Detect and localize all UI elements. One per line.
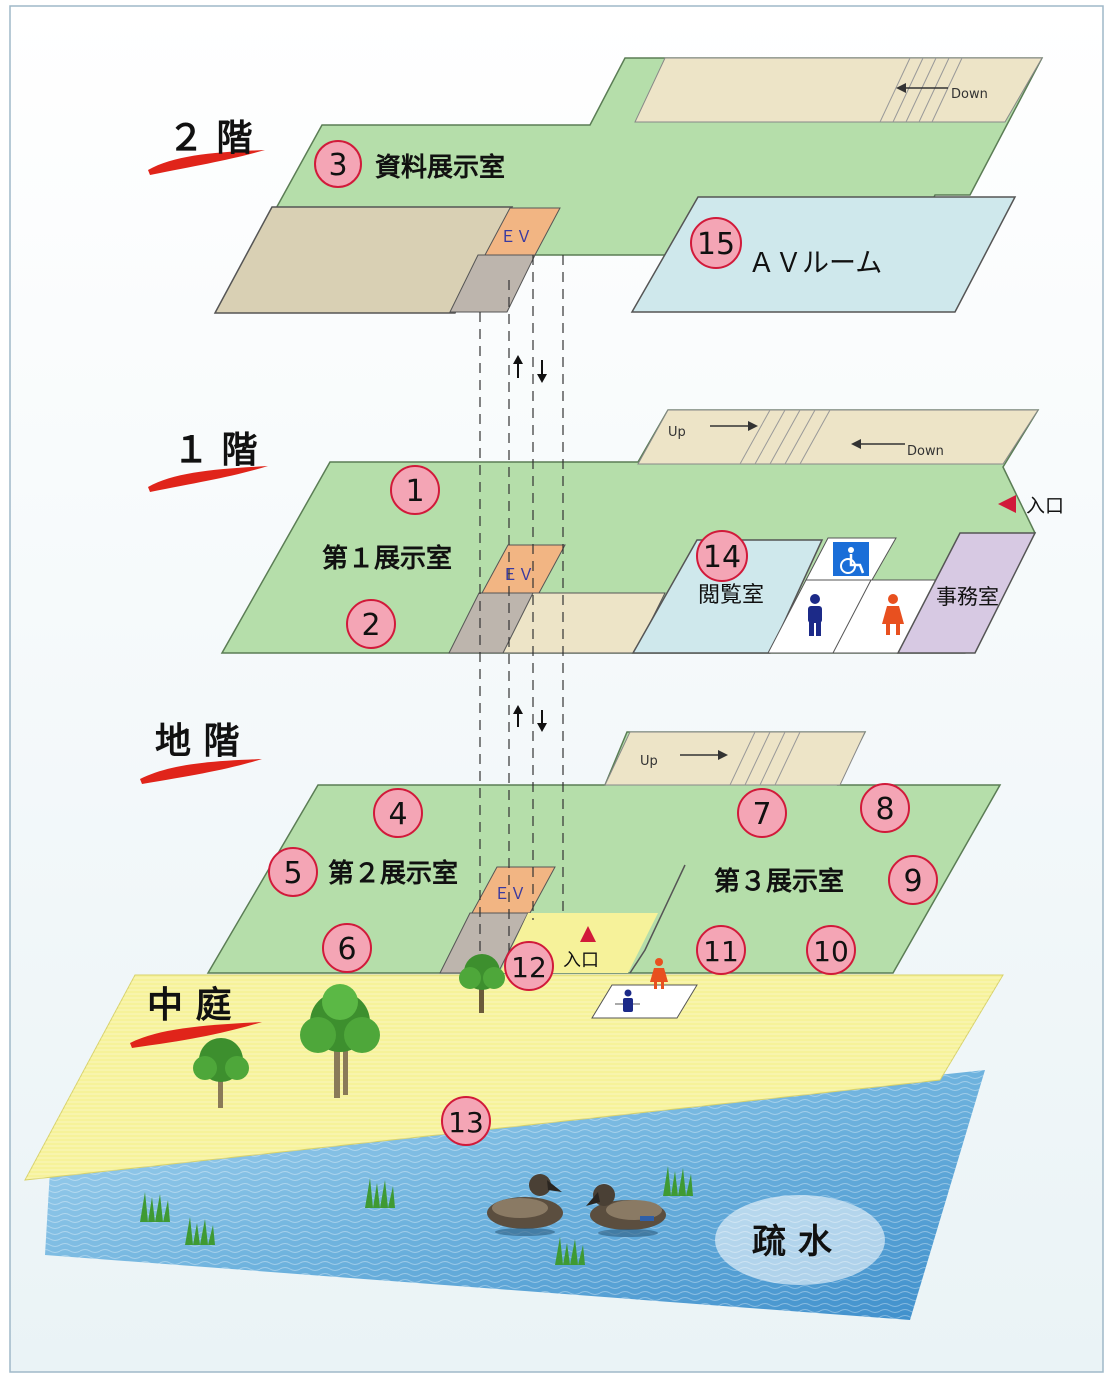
marker-number: 14: [703, 540, 741, 575]
exhibit-room-3-label: 第３展示室: [714, 866, 844, 897]
floor-label-b1: 地 階: [140, 720, 262, 784]
floor-label-2f: ２ 階: [148, 117, 265, 175]
exhibit-room-label: 資料展示室: [375, 152, 505, 183]
stairs-down-label-1f: Down: [907, 444, 944, 459]
marker-number: 15: [697, 227, 735, 262]
marker-number: 9: [903, 864, 922, 899]
marker-number: 1: [405, 474, 424, 509]
female-restroom-icon: [882, 594, 904, 635]
ev-label-2f: ＥＶ: [500, 227, 532, 246]
exhibit-room-1-label: 第１展示室: [322, 543, 452, 574]
duck-icon: [586, 1184, 666, 1237]
courtyard-restroom: [591, 984, 698, 1019]
stairs-up-label-b1: Up: [640, 754, 658, 769]
storage-room-2f: [213, 206, 514, 314]
courtyard: [24, 974, 1004, 1181]
grass-icon: [140, 1166, 693, 1265]
marker-10[interactable]: 10: [806, 925, 856, 975]
canal-label-bubble: [715, 1195, 885, 1285]
marker-2[interactable]: 2: [346, 599, 396, 649]
marker-3[interactable]: 3: [314, 140, 362, 188]
marker-number: 12: [511, 951, 547, 984]
entrance-arrow-icon: [998, 495, 1016, 513]
ev-label-b1: ＥＶ: [494, 884, 526, 903]
marker-number: 3: [328, 148, 347, 183]
marker-12[interactable]: 12: [504, 941, 554, 991]
male-restroom-icon: [623, 989, 633, 1012]
stairs-1f: [637, 409, 1039, 465]
marker-number: 4: [388, 797, 407, 832]
marker-number: 10: [813, 935, 849, 968]
ev-label-1f: ＥＶ: [502, 565, 534, 584]
tree-icon: [459, 954, 505, 1013]
marker-11[interactable]: 11: [696, 925, 746, 975]
entrance-label-1f: 入口: [1026, 495, 1064, 517]
marker-number: 11: [703, 935, 739, 968]
marker-number: 6: [337, 932, 356, 967]
floor-label-courtyard: 中 庭: [130, 984, 262, 1048]
duck-icon: [487, 1174, 563, 1236]
courtyard-label: 中 庭: [147, 984, 232, 1026]
female-restroom-icon: [650, 958, 668, 989]
male-restroom-icon: [808, 594, 822, 636]
marker-8[interactable]: 8: [860, 783, 910, 833]
corridor-1f: [502, 592, 666, 654]
reading-room-label: 閲覧室: [698, 583, 764, 608]
marker-6[interactable]: 6: [322, 923, 372, 973]
entrance-label-b1: 入口: [563, 950, 599, 971]
marker-number: 5: [283, 856, 302, 891]
marker-13[interactable]: 13: [441, 1096, 491, 1146]
tree-icon: [193, 1038, 249, 1108]
stairs-b1: [604, 731, 866, 786]
floor-label-1f: １ 階: [148, 429, 268, 492]
floor-2-label: ２ 階: [168, 117, 253, 159]
office: [896, 532, 1037, 654]
marker-9[interactable]: 9: [888, 855, 938, 905]
marker-number: 2: [361, 608, 380, 643]
reading-room: [631, 539, 824, 654]
marker-1[interactable]: 1: [390, 465, 440, 515]
elevator-shaft-2f: [449, 254, 536, 313]
basement-label: 地 階: [155, 720, 240, 762]
entrance-arrow-icon: [580, 926, 596, 942]
canal-label: 疏 水: [752, 1222, 833, 1262]
water-canal: 疏 水: [45, 1070, 985, 1320]
marker-number: 7: [752, 797, 771, 832]
marker-number: 8: [875, 792, 894, 827]
marker-5[interactable]: 5: [268, 847, 318, 897]
stairs-up-label-1f: Up: [668, 425, 686, 440]
stairs-2f: [634, 57, 1043, 123]
office-label: 事務室: [936, 585, 999, 609]
floor-1-label: １ 階: [173, 429, 258, 471]
marker-15[interactable]: 15: [690, 217, 742, 269]
av-room-label: ＡＶルーム: [748, 248, 882, 279]
tree-icon: [300, 984, 380, 1098]
marker-number: 13: [448, 1106, 484, 1139]
marker-7[interactable]: 7: [737, 788, 787, 838]
elevator-direction-arrows: [513, 355, 547, 732]
stairs-down-label: Down: [951, 87, 988, 102]
floor-2: Down ＥＶ ＡＶルーム 資料展示室: [213, 57, 1044, 314]
exhibit-room-2-label: 第２展示室: [328, 858, 458, 889]
elevator-shaft-lines: [479, 255, 564, 970]
marker-4[interactable]: 4: [373, 788, 423, 838]
marker-14[interactable]: 14: [696, 530, 748, 582]
